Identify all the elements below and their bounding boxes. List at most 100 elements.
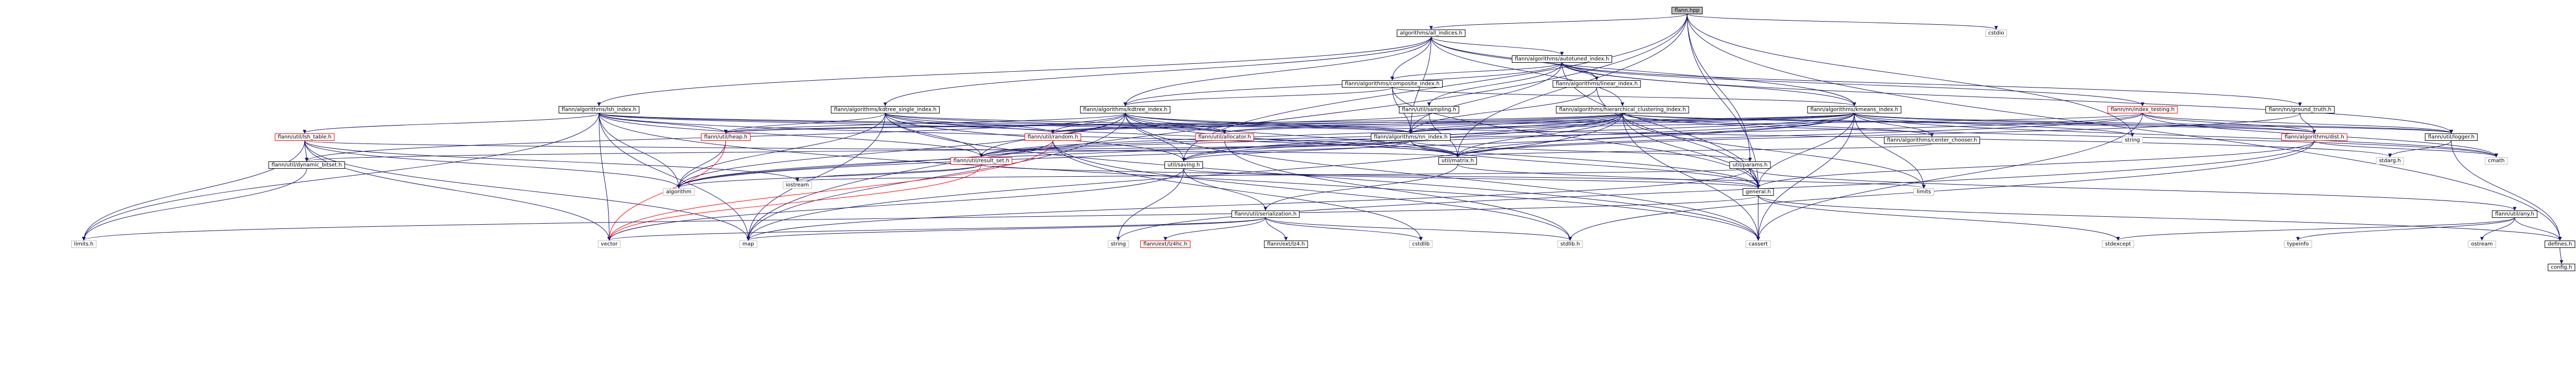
node-label: util/matrix.h <box>1442 158 1474 164</box>
node-linear[interactable]: flann/algorithms/linear_index.h <box>1552 80 1641 88</box>
node-label: flann/algorithms/composite_index.h <box>1345 81 1439 87</box>
node-cstdlib: cstdlib <box>1409 241 1433 248</box>
node-label: flann/util/logger.h <box>2428 135 2475 140</box>
edge-hierarchical-to-limits <box>1622 113 1926 189</box>
node-algorithm: algorithm <box>662 188 695 196</box>
node-label: algorithms/all_indices.h <box>1400 31 1462 36</box>
node-label: flann/nn/index_testing.h <box>2110 107 2174 113</box>
edge-kmeans-to-general <box>1756 113 1855 189</box>
node-box <box>1409 241 1433 248</box>
edge-general-to-limits-h <box>82 195 1759 241</box>
node-box <box>782 181 812 189</box>
node-label: string <box>2125 138 2140 143</box>
edge-kmeans-to-nn-index <box>1409 113 1855 134</box>
edge-hierarchical-to-center-chooser <box>1622 113 1934 137</box>
node-random[interactable]: flann/util/random.h <box>1025 133 1082 141</box>
node-result-set[interactable]: flann/util/result_set.h <box>950 157 1012 165</box>
edge-lsh-index-to-limits-h <box>82 113 600 241</box>
node-heap[interactable]: flann/util/heap.h <box>700 133 751 141</box>
edge-nn-index-to-saving <box>1182 140 1411 162</box>
node-label: stdarg.h <box>2379 158 2401 164</box>
node-box <box>1556 106 1689 113</box>
node-box <box>2485 157 2508 165</box>
node-serialization[interactable]: flann/util/serialization.h <box>1231 210 1300 218</box>
node-params[interactable]: util/params.h <box>1729 161 1771 169</box>
edges-layer <box>82 14 2563 264</box>
edge-random-to-stdlib <box>1053 140 1572 241</box>
node-label: flann/util/sampling.h <box>1402 107 1456 113</box>
node-ostream: ostream <box>2468 241 2496 248</box>
edge-random-to-cstdlib <box>1053 140 1423 241</box>
node-string2: string <box>1107 241 1129 248</box>
node-box <box>2101 241 2134 248</box>
edge-hierarchical-to-allocator <box>1223 113 1623 134</box>
edge-dynamic-bitset-to-limits-h <box>82 168 307 241</box>
edge-autotuned-to-nn-index <box>1408 62 1562 134</box>
node-label: flann/util/allocator.h <box>1198 135 1251 140</box>
node-lsh-table[interactable]: flann/util/lsh_table.h <box>274 133 335 141</box>
node-label: general.h <box>1746 189 1771 195</box>
node-sampling[interactable]: flann/util/sampling.h <box>1399 106 1460 113</box>
node-label: flann/ext/lz4hc.h <box>1143 242 1187 247</box>
node-box <box>2265 106 2335 113</box>
node-dynamic-bitset[interactable]: flann/util/dynamic_bitset.h <box>268 161 345 169</box>
edge-params-to-any <box>1749 168 2517 211</box>
node-lz4[interactable]: flann/ext/lz4.h <box>1264 241 1308 248</box>
node-root[interactable]: flann.hpp <box>1671 7 1703 14</box>
node-defines[interactable]: defines.h <box>2544 241 2575 248</box>
node-box <box>1080 106 1171 113</box>
node-config[interactable]: config.h <box>2547 264 2575 271</box>
edge-hierarchical-to-cassert <box>1622 113 1760 241</box>
node-all-indices[interactable]: algorithms/all_indices.h <box>1397 30 1466 37</box>
node-matrix[interactable]: util/matrix.h <box>1438 157 1477 165</box>
node-label: flann/util/any.h <box>2495 212 2534 217</box>
node-kmeans[interactable]: flann/algorithms/kmeans_index.h <box>1807 106 1901 113</box>
edge-any-to-defines <box>2514 217 2562 241</box>
node-nn-index[interactable]: flann/algorithms/nn_index.h <box>1370 133 1451 141</box>
node-ground-truth[interactable]: flann/nn/ground_truth.h <box>2265 106 2335 113</box>
node-lsh-index[interactable]: flann/algorithms/lsh_index.h <box>558 106 640 113</box>
node-stdlib: stdlib.h <box>1557 241 1583 248</box>
node-box <box>274 133 335 141</box>
node-stdarg: stdarg.h <box>2376 157 2404 165</box>
edge-general-to-defines <box>1758 195 2562 241</box>
edge-autotuned-to-index-testing <box>1561 62 2145 107</box>
node-string-lib: string <box>2122 137 2143 144</box>
node-label: flann/algorithms/nn_index.h <box>1374 135 1447 140</box>
edge-kdtree-single-to-allocator <box>885 113 1227 134</box>
edge-lsh-index-to-heap <box>599 113 728 134</box>
edge-composite-to-kdtree <box>1123 87 1393 107</box>
edge-logger-to-defines <box>2451 140 2562 241</box>
node-index-testing[interactable]: flann/nn/index_testing.h <box>2107 106 2178 113</box>
node-lz4hc[interactable]: flann/ext/lz4hc.h <box>1140 241 1191 248</box>
node-dist[interactable]: flann/algorithms/dist.h <box>2281 133 2347 141</box>
edge-saving-to-general <box>1183 168 1760 189</box>
node-label: flann/util/heap.h <box>704 135 747 140</box>
node-general[interactable]: general.h <box>1742 188 1774 196</box>
node-kdtree-single[interactable]: flann/algorithms/kdtree_single_index.h <box>831 106 940 113</box>
node-hierarchical[interactable]: flann/algorithms/hierarchical_clustering… <box>1556 106 1689 113</box>
node-any[interactable]: flann/util/any.h <box>2492 210 2537 218</box>
node-allocator[interactable]: flann/util/allocator.h <box>1195 133 1254 141</box>
node-box <box>1025 133 1082 141</box>
node-composite[interactable]: flann/algorithms/composite_index.h <box>1342 80 1443 88</box>
edge-nn-index-to-params <box>1410 140 1752 162</box>
node-label: limits.h <box>74 242 93 247</box>
node-kdtree[interactable]: flann/algorithms/kdtree_index.h <box>1080 106 1171 113</box>
edge-all-indices-to-kdtree-single <box>883 36 1432 107</box>
edge-kdtree-single-to-heap <box>724 113 886 134</box>
edge-defines-to-config <box>2559 247 2563 264</box>
edge-hierarchical-to-cmath <box>1622 113 2498 158</box>
node-autotuned[interactable]: flann/algorithms/autotuned_index.h <box>1511 55 1612 63</box>
node-label: cstdlib <box>1412 242 1429 247</box>
node-logger[interactable]: flann/util/logger.h <box>2425 133 2478 141</box>
node-iostream: iostream <box>782 181 812 189</box>
node-limits: limits <box>1914 188 1935 196</box>
node-center-chooser[interactable]: flann/algorithms/center_chooser.h <box>1884 137 1980 144</box>
edge-lsh-index-to-allocator <box>599 113 1227 134</box>
edge-saving-to-serialization <box>1183 168 1267 211</box>
node-saving[interactable]: util/saving.h <box>1164 161 1203 169</box>
node-box <box>831 106 940 113</box>
node-box <box>1552 80 1641 88</box>
